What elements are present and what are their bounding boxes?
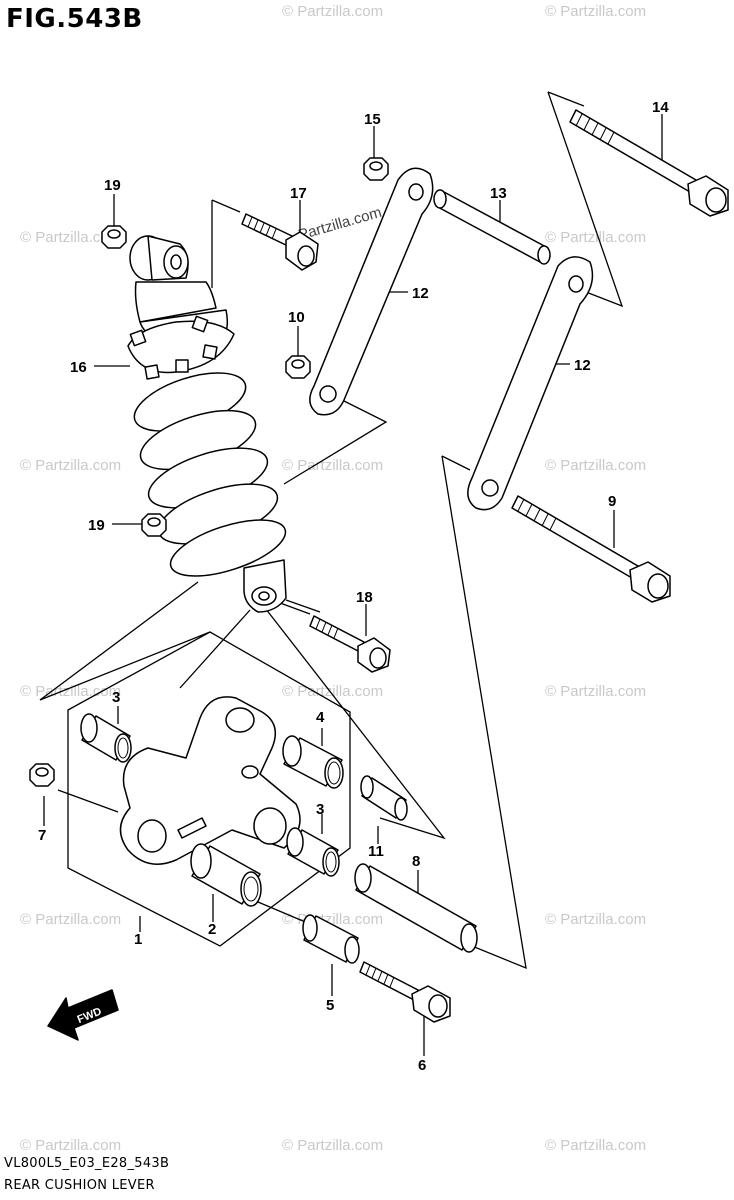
bolt-icon: [241, 213, 319, 271]
callout-9: 9: [608, 493, 616, 510]
bearing-icon: [190, 843, 262, 907]
callout-6: 6: [418, 1057, 426, 1074]
guide-line: [57, 789, 119, 813]
watermark: © Partzilla.com: [545, 229, 646, 246]
bolt-icon: [309, 615, 391, 673]
watermark: © Partzilla.com: [545, 457, 646, 474]
guide-line: [179, 609, 251, 689]
watermark-layer: © Partzilla.com © Partzilla.com © Partzi…: [20, 3, 646, 1154]
shock-absorber-icon: [127, 235, 287, 613]
spacer-icon: [354, 863, 478, 953]
bearing-icon: [80, 713, 132, 763]
callout-8: 8: [412, 853, 420, 870]
watermark: © Partzilla.com: [20, 229, 121, 246]
callout-12: 12: [574, 357, 591, 374]
bolt-icon: [569, 109, 729, 217]
guide-line: [441, 455, 527, 970]
guide-line: [257, 901, 311, 925]
figure-name: REAR CUSHION LEVER: [4, 1178, 155, 1193]
nut-icon: [141, 513, 167, 537]
figure-title: FIG.543B: [6, 4, 143, 34]
callout-13: 13: [490, 185, 507, 202]
watermark: © Partzilla.com: [20, 457, 121, 474]
callout-15: 15: [364, 111, 381, 128]
watermark: © Partzilla.com: [545, 683, 646, 700]
bolt-icon: [511, 495, 671, 603]
callout-1: 1: [134, 931, 142, 948]
leader-lines: [43, 114, 663, 1056]
guide-line: [285, 599, 321, 613]
guide-line: [441, 455, 471, 471]
guide-line: [547, 91, 624, 308]
callout-layer: 1 2 3 3 4 5 6 7 8 9 10 11 12 12 13 14 15…: [38, 99, 669, 1074]
fwd-arrow-icon: FWD: [47, 989, 119, 1041]
nut-icon: [101, 225, 127, 249]
assembly-guide-lines: [39, 91, 624, 970]
spacer-icon: [360, 775, 408, 821]
watermark: © Partzilla.com: [545, 911, 646, 928]
callout-18: 18: [356, 589, 373, 606]
watermark: © Partzilla.com: [20, 683, 121, 700]
callout-7: 7: [38, 827, 46, 844]
nut-icon: [363, 157, 389, 181]
cushion-rod-icon: [309, 167, 434, 416]
bolt-icon: [359, 961, 451, 1023]
guide-line: [39, 581, 199, 701]
callout-14: 14: [652, 99, 669, 116]
callout-10: 10: [288, 309, 305, 326]
watermark: © Partzilla.com: [282, 3, 383, 20]
watermark: © Partzilla.com: [20, 911, 121, 928]
nut-icon: [285, 355, 311, 379]
guide-line: [39, 631, 211, 701]
callout-3: 3: [112, 689, 120, 706]
callout-5: 5: [326, 997, 334, 1014]
callout-3: 3: [316, 801, 324, 818]
callout-12: 12: [412, 285, 429, 302]
callout-19: 19: [104, 177, 121, 194]
bearing-icon: [286, 827, 340, 877]
callout-19: 19: [88, 517, 105, 534]
watermark: © Partzilla.com: [282, 1137, 383, 1154]
guide-line: [261, 603, 446, 840]
cushion-lever-icon: [119, 696, 301, 865]
watermark: © Partzilla.com: [282, 457, 383, 474]
callout-16: 16: [70, 359, 87, 376]
watermark: © Partzilla.com: [282, 683, 383, 700]
callout-4: 4: [316, 709, 325, 726]
nut-icon: [29, 763, 55, 787]
callout-2: 2: [208, 921, 216, 938]
spacer-icon: [302, 914, 360, 964]
cushion-rod-icon: [467, 256, 594, 511]
watermark: © Partzilla.com: [545, 1137, 646, 1154]
watermark: © Partzilla.com: [545, 3, 646, 20]
spacer-icon: [433, 189, 551, 265]
guide-line: [211, 199, 241, 288]
guide-line: [283, 397, 388, 485]
guide-line: [547, 91, 585, 107]
bearing-icon: [282, 735, 344, 789]
callout-17: 17: [290, 185, 307, 202]
figure-code: VL800L5_E03_E28_543B: [4, 1156, 170, 1171]
callout-11: 11: [368, 843, 384, 860]
watermark: © Partzilla.com: [20, 1137, 121, 1154]
